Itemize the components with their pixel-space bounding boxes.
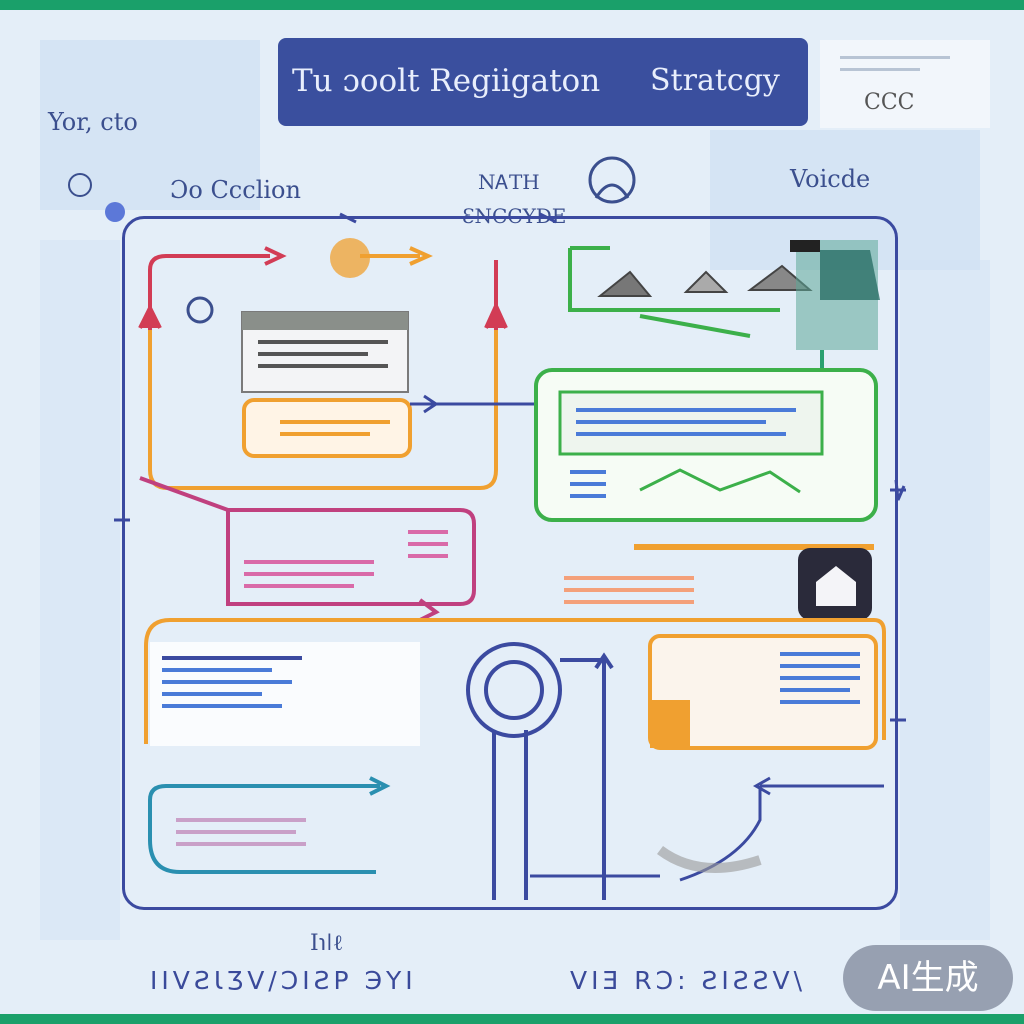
title-left: Tu ɔoolt Regiigaton bbox=[292, 63, 601, 99]
right-card bbox=[648, 634, 878, 750]
orange-panel-card bbox=[150, 642, 420, 746]
orange-loop bbox=[148, 246, 498, 490]
orange-mid bbox=[564, 544, 874, 604]
teal-loop bbox=[148, 776, 391, 874]
main-frame bbox=[122, 216, 898, 910]
teal-lines bbox=[176, 818, 306, 846]
top-right-card: CCC bbox=[820, 40, 990, 128]
orange-panel bbox=[144, 618, 886, 744]
footer-left-label: IIVƧƖƷV/ƆIƧP ЭYI bbox=[150, 966, 417, 995]
bottom-accent-bar bbox=[0, 1014, 1024, 1024]
right-note-label: Voicde bbox=[790, 165, 871, 193]
dot-icon bbox=[105, 202, 125, 222]
teal-cube-icon bbox=[790, 240, 880, 350]
bottom-center-label: I℩ǀℓ bbox=[310, 931, 344, 956]
ring-icon bbox=[186, 296, 214, 324]
magenta-lines bbox=[244, 530, 448, 588]
home-icon bbox=[798, 548, 872, 620]
globe-icon bbox=[588, 156, 636, 204]
return-arrow bbox=[530, 776, 884, 882]
gear-icon bbox=[330, 238, 370, 278]
top-right-box-label: CCC bbox=[864, 90, 915, 115]
title-right: Stratcgy bbox=[650, 63, 780, 98]
bg-block bbox=[40, 240, 120, 940]
bg-block bbox=[900, 260, 990, 940]
swirl-icon bbox=[68, 173, 92, 197]
red-loop bbox=[138, 246, 508, 330]
top-left-label: Yor, cto bbox=[48, 108, 138, 136]
magenta-panel bbox=[139, 476, 476, 622]
cycle-top-label: NᎪTH bbox=[478, 170, 540, 194]
bg-block bbox=[40, 40, 260, 210]
green-top-box bbox=[568, 246, 813, 338]
footer-right-label: VIƎ RƆ: ƧIƧƧV\ bbox=[570, 966, 807, 995]
section-label: Ɔo Ccclion bbox=[170, 176, 301, 204]
center-card bbox=[241, 311, 412, 458]
connector-arrow bbox=[410, 394, 540, 414]
title-banner bbox=[278, 38, 808, 126]
ai-generated-badge: AI生成 bbox=[843, 945, 1013, 1011]
green-panel bbox=[534, 368, 878, 522]
frame-arrows bbox=[114, 212, 906, 722]
top-accent-bar bbox=[0, 0, 1024, 10]
swoosh bbox=[657, 845, 762, 873]
lock-icon bbox=[466, 642, 614, 900]
